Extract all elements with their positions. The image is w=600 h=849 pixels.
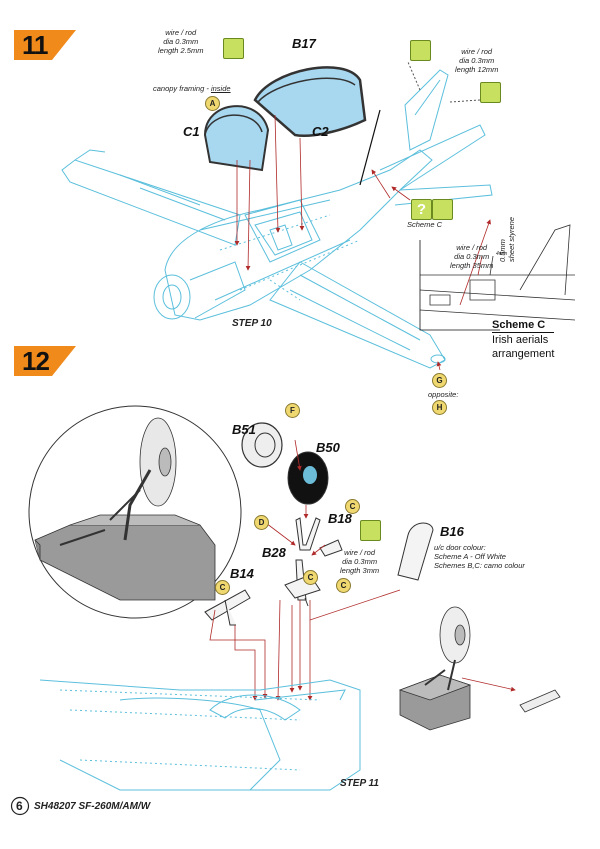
step-number-11: 11 xyxy=(22,30,48,60)
step-label-11: STEP 11 xyxy=(340,778,379,789)
part-label-b51: B51 xyxy=(232,422,256,437)
callout-c: C xyxy=(215,580,230,595)
part-label-c2: C2 xyxy=(312,124,329,139)
callout-c: C xyxy=(336,578,351,593)
hand-fabricate-icon xyxy=(223,38,244,59)
part-label-b14: B14 xyxy=(230,566,254,581)
footer-title: SH48207 SF-260M/AM/W xyxy=(34,801,151,812)
callout-f: F xyxy=(285,403,300,418)
step-badge-12 xyxy=(14,346,76,376)
callout-a: A xyxy=(205,96,220,111)
callout-g: G xyxy=(432,373,447,388)
detail-contents xyxy=(34,417,216,601)
scheme-c-box: Scheme C Irish aerials arrangement xyxy=(492,319,555,360)
part-label-b17: B17 xyxy=(292,36,316,51)
page-number-circle xyxy=(10,796,30,816)
part-label-c1: C1 xyxy=(183,124,200,139)
canopy-c2 xyxy=(253,66,367,137)
page-number: 6 xyxy=(16,799,23,813)
note-opposite: opposite: xyxy=(428,390,459,399)
step-number-12: 12 xyxy=(22,346,50,376)
scheme-c-inset xyxy=(419,224,576,321)
step-label-10: STEP 10 xyxy=(232,318,272,329)
callout-h: H xyxy=(432,400,447,415)
part-label-b18: B18 xyxy=(328,511,352,526)
note-canopy-framing: canopy framing - inside xyxy=(153,84,231,93)
note-scheme-c: Scheme C xyxy=(407,220,443,229)
lower-wing xyxy=(39,679,361,791)
canopy-c1 xyxy=(203,105,270,172)
hand-fabricate-icon xyxy=(410,40,431,61)
callout-c: C xyxy=(303,570,318,585)
wingtip-light xyxy=(430,354,446,364)
question-icon: ? xyxy=(411,199,432,220)
note-dimension-4mm: 4mm xyxy=(496,251,508,257)
part-label-b16: B16 xyxy=(440,524,464,539)
callout-c: C xyxy=(345,499,360,514)
assembled-view xyxy=(398,606,561,731)
wheel-b51 xyxy=(241,422,283,468)
callout-d: D xyxy=(254,515,269,530)
step-badge-11 xyxy=(14,30,76,60)
hand-fabricate-icon xyxy=(480,82,501,103)
hand-fabricate-icon xyxy=(432,199,453,220)
part-label-b50: B50 xyxy=(316,440,340,455)
part-label-b28: B28 xyxy=(262,545,286,560)
hand-fabricate-icon xyxy=(360,520,381,541)
